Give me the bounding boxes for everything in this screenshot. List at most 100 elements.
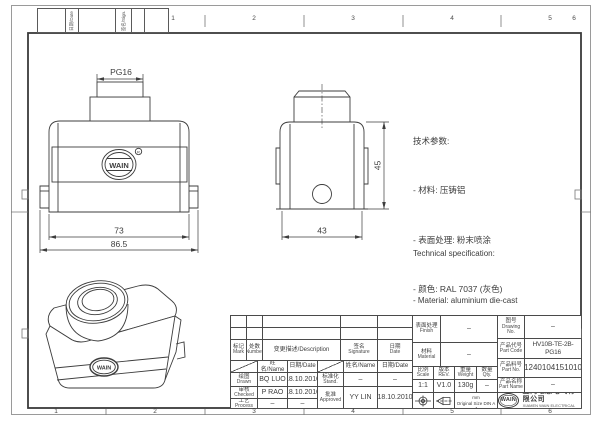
corner-strip-cell [145, 9, 168, 32]
drawing-no-value: – [525, 316, 581, 339]
corner-strip-cell: 签名/Sign. [116, 9, 132, 32]
label-en: Signature [348, 349, 370, 356]
dim-43 [281, 211, 363, 240]
label-cn: 重量 [459, 367, 471, 374]
label-en: Stand. [323, 378, 338, 385]
zone-number-bottom: 5 [450, 407, 454, 415]
label-cn: 产品料号 [499, 362, 522, 369]
part-no-value: 1240104151010 [525, 359, 581, 378]
label-en: REV. [438, 372, 450, 379]
label-cn: 版本 [438, 367, 450, 374]
part-name-value: – [525, 378, 581, 393]
dim-pg16 [96, 74, 144, 82]
subhdr-date: 日期/Date [378, 361, 413, 373]
front-view: WAIN R PG16 [39, 67, 199, 253]
label-en: Finish [419, 328, 434, 335]
wain-logo-text: WAIN [109, 161, 129, 170]
label-cn: 工艺 [238, 399, 250, 404]
projection-cone-icon [436, 396, 452, 405]
zone-number-bottom: 3 [252, 407, 256, 415]
label-cn: 签名 [353, 344, 365, 351]
zone-number-top: 2 [252, 15, 256, 22]
label-part-no: 产品料号 Part No. [498, 359, 525, 378]
material-value: – [441, 343, 498, 367]
dim-45 [366, 121, 389, 210]
checked-name: P RAO [258, 387, 288, 399]
note-line2: Original Size DIN A 4 [456, 400, 496, 409]
label-standard: 标准化 Stand. [318, 373, 344, 387]
weight-value: 130g [455, 380, 477, 393]
label-en: Drawn [236, 378, 252, 385]
rev-row-cell [231, 316, 247, 328]
label-en: Process [234, 402, 254, 408]
projection-symbol-circle [413, 393, 434, 408]
corner-strip-cell [79, 9, 116, 32]
spec-en-line: - Material: aluminium die-cast [413, 296, 518, 306]
approved-name: YY LIN [344, 387, 378, 408]
rev-hdr-date: 日期 Date [378, 340, 413, 361]
dimension-note: All Dimensions in mm Original Size DIN A… [455, 393, 498, 408]
company-cell: WAIN 厦门唯恩电气有限公司 XIAMEN WAIN ELECTRICAL C… [498, 393, 581, 408]
spec-cn-line: - 材料: 压铸铝 [413, 185, 466, 196]
label-cn: 产品代号 [499, 342, 522, 349]
label-cn: 表面处理 [415, 323, 438, 330]
label-en: Date [389, 349, 401, 356]
process-date: – [288, 399, 318, 408]
label-approved: 批准 Approved [318, 387, 344, 408]
label-cn: 绘图 [238, 373, 250, 380]
label-en: Checked [234, 391, 254, 398]
rev-row-cell [247, 316, 263, 328]
label-cn: 材料 [420, 348, 432, 355]
rev-hdr-number: 处数 Number [247, 340, 263, 361]
label-cn: 处数 [248, 344, 260, 351]
corner-strip-label: 日期/Date [69, 10, 74, 31]
dim-43-label: 43 [317, 226, 327, 236]
label-drawing-no: 图号 Drawing No. [498, 316, 525, 339]
label-en: Part Name [499, 384, 523, 391]
finish-value: – [441, 316, 498, 343]
checked-date: 18.10.2010 [288, 387, 318, 399]
side-view: 45 43 [275, 84, 389, 240]
wain-logo-text: WAIN [500, 397, 516, 404]
diagonal-cell [318, 361, 344, 373]
qty-value: – [477, 380, 498, 393]
zone-number-top: 1 [171, 15, 175, 22]
label-cn: 比例 [417, 367, 429, 374]
rev-hdr-signature: 签名 Signature [341, 340, 378, 361]
approved-date: 18.10.2010 [378, 387, 413, 408]
label-cn: 产品名称 [499, 379, 522, 386]
spec-en-title: Technical specification: [413, 249, 495, 258]
wain-logo-iso: WAIN [89, 357, 119, 377]
label-cn: 批准 [324, 391, 336, 398]
zone-number-top: 6 [572, 15, 576, 22]
zone-number-top: 5 [548, 15, 552, 22]
rev-row-cell [263, 316, 341, 328]
rev-row-cell [378, 316, 413, 328]
iso-view: WAIN [45, 280, 186, 389]
zone-number-bottom: 1 [54, 407, 58, 415]
drawn-date: 18.10.2010 [288, 373, 318, 387]
corner-strip-cell [38, 9, 66, 32]
label-drawn: 绘图 Drawn [231, 373, 258, 387]
rev-row-cell [231, 328, 247, 340]
process-name: – [258, 399, 288, 408]
label-cn: 标记 [232, 344, 244, 351]
rev-hdr-description: 变更描述/Description [263, 340, 341, 361]
corner-strip-label: 签名/Sign. [120, 10, 126, 31]
label-cn: 数量 [481, 367, 493, 374]
company-name-en: XIAMEN WAIN ELECTRICAL CO.,LTD [522, 402, 576, 408]
rev-row-cell [378, 328, 413, 340]
label-en: Scale [416, 372, 430, 379]
zone-number-bottom: 2 [153, 407, 157, 415]
label-en: Approved [319, 396, 342, 403]
wain-logo-text: WAIN [97, 366, 111, 372]
standard-name: – [344, 373, 378, 387]
latch-hole [312, 184, 332, 204]
drawn-name: BQ LUO [258, 373, 288, 387]
label-scale: 比例 Scale [413, 367, 434, 380]
corner-strip-cell [132, 9, 145, 32]
dim-86-5-label: 86.5 [111, 239, 128, 249]
label-process: 工艺 Process [231, 399, 258, 408]
